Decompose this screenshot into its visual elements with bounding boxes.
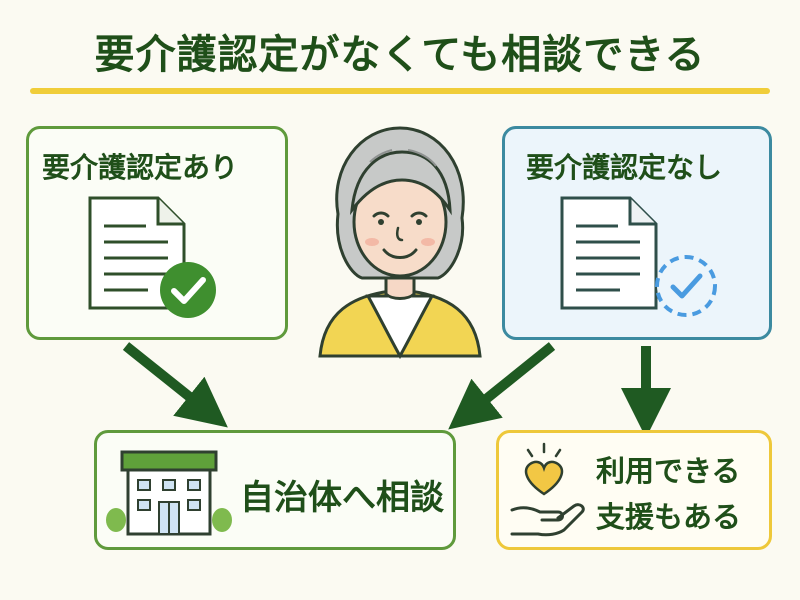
- support-label-line1: 利用できる: [596, 454, 741, 488]
- municipal-building-icon: [106, 450, 232, 536]
- with-certification-label: 要介護認定あり: [42, 151, 239, 184]
- municipality-label: 自治体へ相談: [240, 478, 444, 518]
- elderly-woman-icon: [318, 126, 482, 360]
- heart-in-hand-icon: [510, 442, 585, 537]
- arrow-with-cert-to-municipality: [122, 342, 228, 428]
- title-underline: [30, 88, 770, 94]
- arrow-without-cert-to-municipality: [448, 342, 556, 430]
- support-label-line2: 支援もある: [596, 500, 742, 534]
- without-certification-label: 要介護認定なし: [526, 151, 723, 184]
- document-with-check-icon: [88, 196, 216, 318]
- page-title: 要介護認定がなくても相談できる: [94, 32, 706, 78]
- document-with-dashed-check-icon: [560, 196, 717, 317]
